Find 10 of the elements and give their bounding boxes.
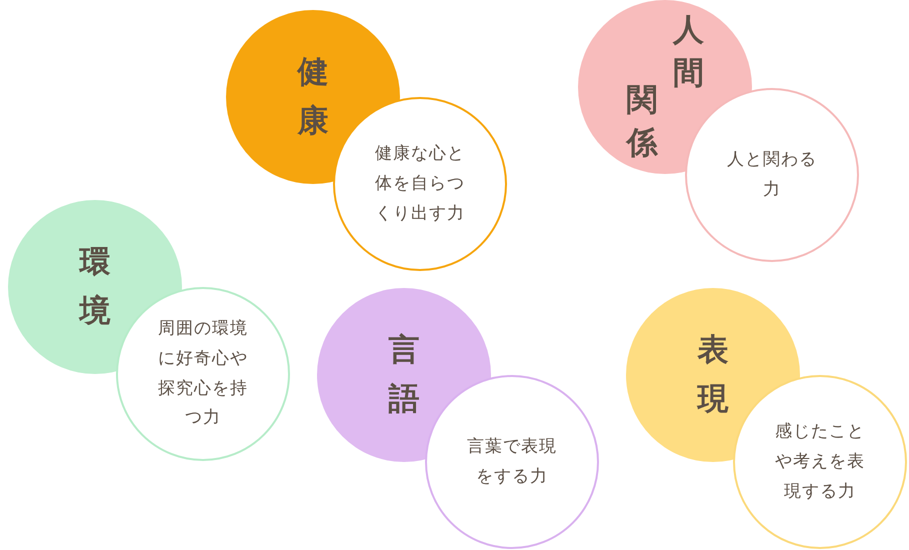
description-text: 人と関わる力 xyxy=(726,148,818,201)
category-heading: 言語 xyxy=(388,334,420,416)
category-heading: 環境 xyxy=(80,246,110,328)
category-heading: 人間関係 xyxy=(626,15,704,159)
description-text: 感じたことや考えを表現する力 xyxy=(774,420,866,503)
category-heading: 表現 xyxy=(698,334,728,416)
category-heading: 健康 xyxy=(298,56,328,138)
description-text: 言葉で表現をする力 xyxy=(466,435,558,488)
description-text: 健康な心と体を自らつくり出す力 xyxy=(374,142,466,225)
description-text: 周囲の環境に好奇心や探究心を持つ力 xyxy=(157,318,249,430)
